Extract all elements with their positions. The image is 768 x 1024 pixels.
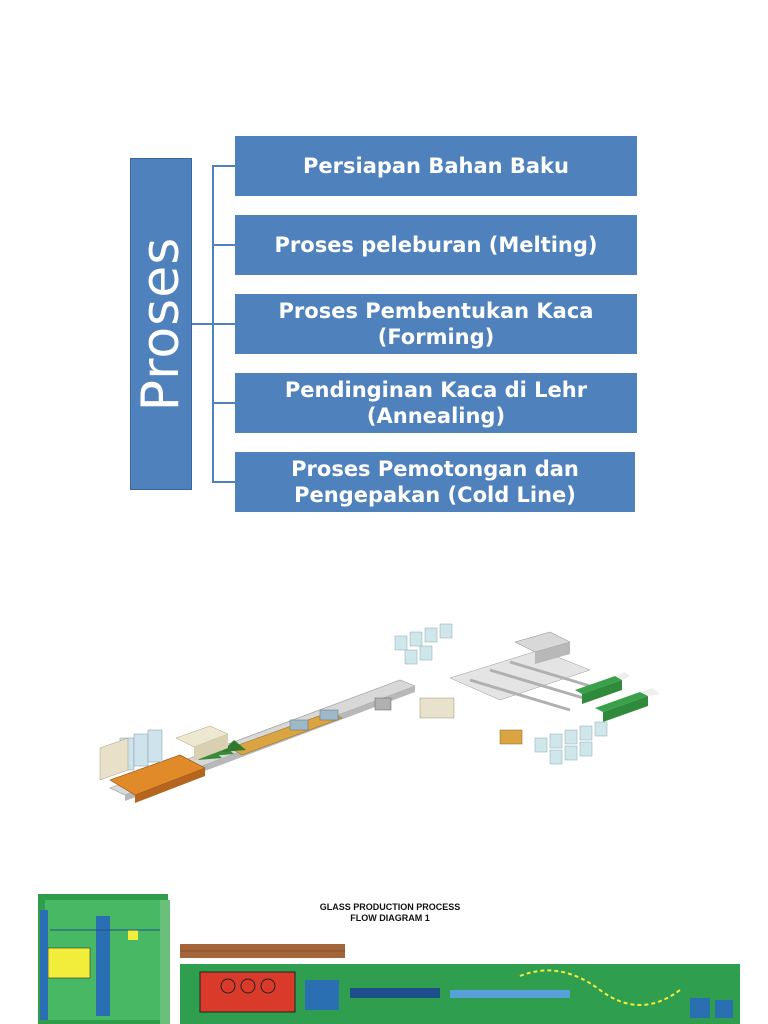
proses-root-label: Proses bbox=[131, 236, 191, 412]
flow-diagram-title: GLASS PRODUCTION PROCESS FLOW DIAGRAM 1 bbox=[319, 902, 461, 923]
step-box-1: Persiapan Bahan Baku bbox=[235, 136, 637, 196]
factory-illustration bbox=[99, 623, 660, 803]
step-box-4: Pendinginan Kaca di Lehr (Annealing) bbox=[235, 373, 637, 433]
connector-stem bbox=[192, 323, 214, 325]
flow-diagram-image: GLASS PRODUCTION PROCESS FLOW DIAGRAM 1 bbox=[0, 890, 768, 1024]
connector-branch-4 bbox=[212, 402, 235, 404]
flow-diagram-graphic bbox=[38, 894, 740, 1024]
connector-branch-3 bbox=[212, 323, 235, 325]
step-box-2: Proses peleburan (Melting) bbox=[235, 215, 637, 275]
proses-root-box: Proses bbox=[130, 158, 192, 490]
step-box-3: Proses Pembentukan Kaca (Forming) bbox=[235, 294, 637, 354]
connector-branch-2 bbox=[212, 244, 235, 246]
connector-branch-1 bbox=[212, 165, 235, 167]
connector-branch-5 bbox=[212, 481, 235, 483]
step-box-5: Proses Pemotongan dan Pengepakan (Cold L… bbox=[235, 452, 635, 512]
